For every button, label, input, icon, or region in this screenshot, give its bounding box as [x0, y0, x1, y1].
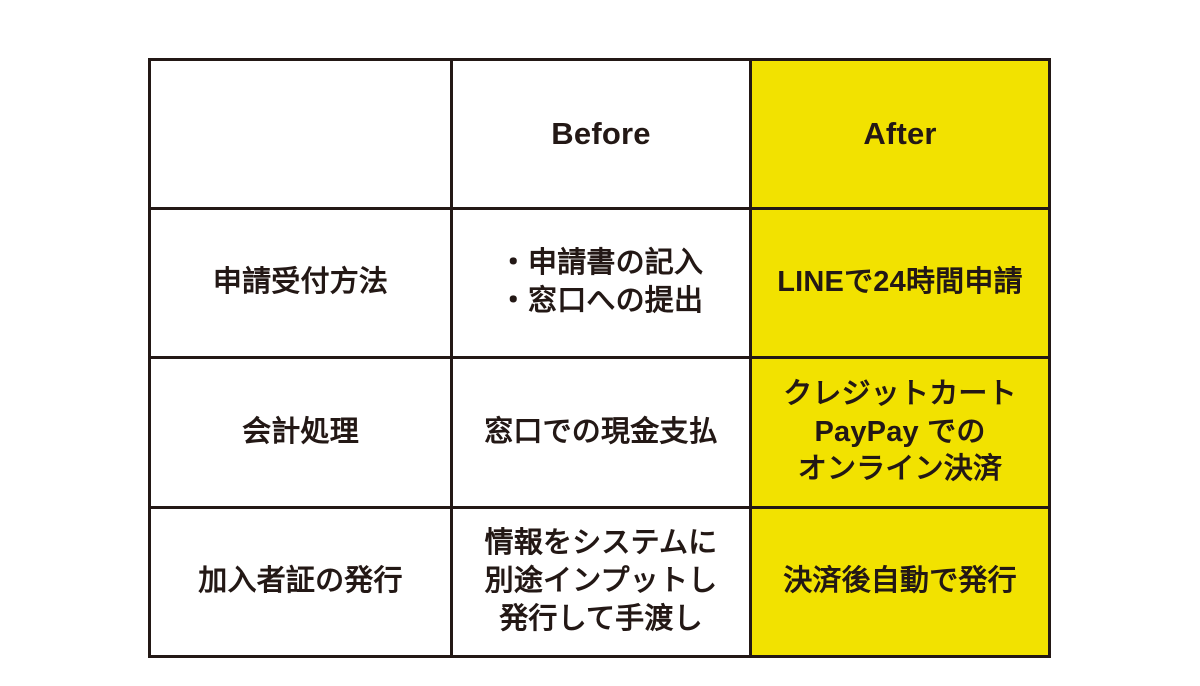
- row-before-certificate-issuance: 情報をシステムに 別途インプットし 発行して手渡し: [450, 506, 752, 658]
- row-before-application-method: ・申請書の記入 ・窓口への提出: [450, 207, 752, 359]
- row-after-certificate-issuance: 決済後自動で発行: [749, 506, 1051, 658]
- comparison-table-container: Before After 申請受付方法 ・申請書の記入 ・窓口への提出 LINE…: [148, 58, 1051, 658]
- row-label-accounting: 会計処理: [148, 356, 453, 509]
- row-before-accounting: 窓口での現金支払: [450, 356, 752, 509]
- after-text-application-method: LINEで24時間申請: [777, 266, 1023, 299]
- after-text-accounting: クレジットカート PayPay での オンライン決済: [783, 377, 1017, 486]
- after-text-certificate-issuance: 決済後自動で発行: [783, 565, 1017, 598]
- table-header-row: Before After: [148, 58, 1051, 210]
- table-row: 会計処理 窓口での現金支払 クレジットカート PayPay での オンライン決済: [148, 356, 1051, 509]
- row-after-accounting: クレジットカート PayPay での オンライン決済: [749, 356, 1051, 509]
- row-label-application-method: 申請受付方法: [148, 207, 453, 359]
- before-after-comparison-table: Before After 申請受付方法 ・申請書の記入 ・窓口への提出 LINE…: [148, 58, 1051, 658]
- before-text-certificate-issuance: 情報をシステムに 別途インプットし 発行して手渡し: [484, 527, 718, 635]
- header-cell-empty: [148, 58, 453, 210]
- table-row: 申請受付方法 ・申請書の記入 ・窓口への提出 LINEで24時間申請: [148, 207, 1051, 359]
- row-label-certificate-issuance: 加入者証の発行: [148, 506, 453, 658]
- before-text-application-method: ・申請書の記入 ・窓口への提出: [498, 247, 704, 317]
- header-cell-before: Before: [450, 58, 752, 210]
- table-row: 加入者証の発行 情報をシステムに 別途インプットし 発行して手渡し 決済後自動で…: [148, 506, 1051, 658]
- row-after-application-method: LINEで24時間申請: [749, 207, 1051, 359]
- before-text-accounting: 窓口での現金支払: [484, 415, 718, 448]
- header-cell-after: After: [749, 58, 1051, 210]
